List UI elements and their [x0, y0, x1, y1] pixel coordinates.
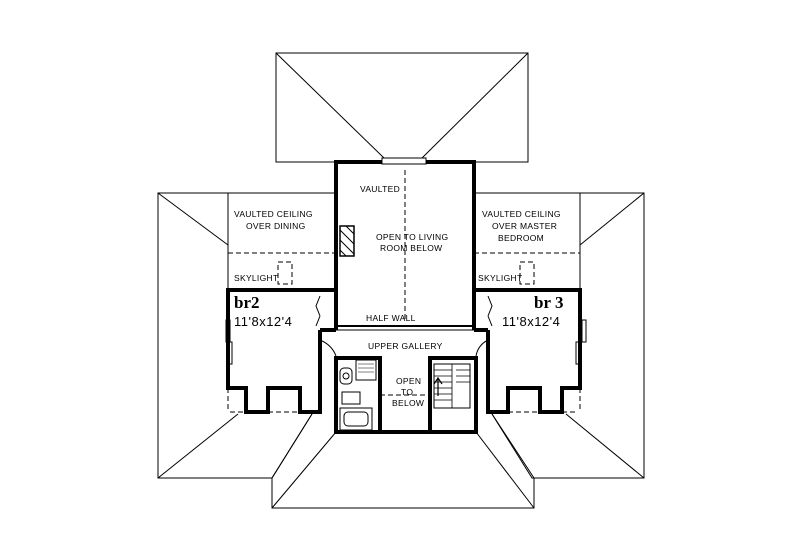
- open-living-line1: OPEN TO LIVING: [376, 232, 448, 242]
- vaulted-label: VAULTED: [360, 184, 400, 194]
- skylight-left-label: SKYLIGHT: [234, 273, 278, 283]
- vaulted-ceiling-master-line3: BEDROOM: [498, 233, 544, 243]
- br3-size: 11'8x12'4: [502, 314, 560, 329]
- vaulted-ceiling-dining-line2: OVER DINING: [246, 221, 306, 231]
- skylight-right-icon: [519, 261, 535, 285]
- open-below-line3: BELOW: [392, 398, 424, 408]
- br2-name: br2: [234, 293, 260, 312]
- stairs-icon: [433, 363, 471, 409]
- br3-name: br 3: [534, 293, 563, 312]
- chimney-icon: [339, 225, 355, 257]
- vaulted-ceiling-master-line1: VAULTED CEILING: [482, 209, 561, 219]
- walls: [226, 157, 582, 434]
- skylight-left-icon: [277, 261, 293, 285]
- half-wall-label: HALF WALL: [366, 313, 416, 323]
- upper-gallery-label: UPPER GALLERY: [368, 341, 443, 351]
- open-below-line2: TO: [401, 387, 413, 397]
- vaulted-ceiling-dining-line1: VAULTED CEILING: [234, 209, 313, 219]
- roof-lines: [157, 52, 645, 509]
- br2-size: 11'8x12'4: [234, 314, 292, 329]
- dashed-lines: [227, 170, 581, 413]
- bathroom-fixtures: [339, 359, 377, 431]
- closet-doors: [225, 295, 587, 365]
- open-below-line1: OPEN: [396, 376, 421, 386]
- open-living-line2: ROOM BELOW: [380, 243, 443, 253]
- vaulted-ceiling-master-line2: OVER MASTER: [492, 221, 557, 231]
- skylight-right-label: SKYLIGHT: [478, 273, 522, 283]
